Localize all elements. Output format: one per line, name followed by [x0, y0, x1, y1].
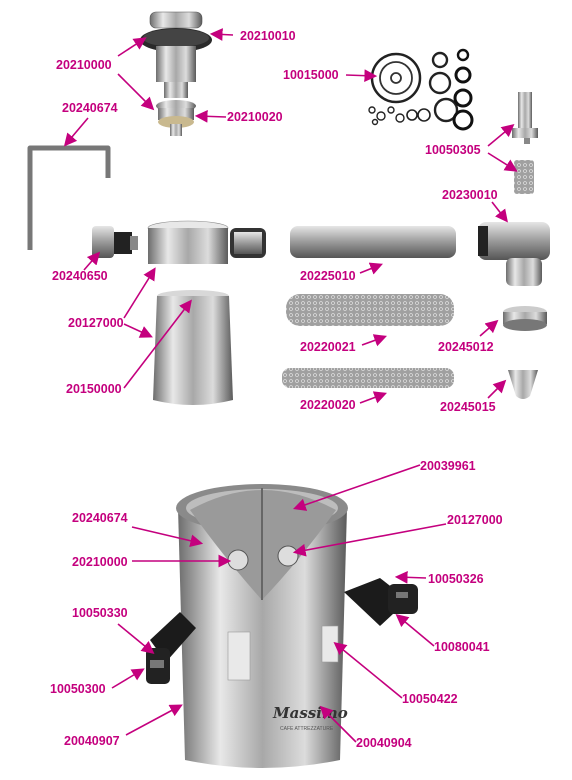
label-20040904: 20040904 — [356, 736, 412, 750]
drum-illustration — [153, 290, 233, 405]
cap-illustration — [503, 306, 547, 331]
label-10050305: 10050305 — [425, 143, 481, 157]
label-20210000: 20210000 — [56, 58, 112, 72]
o-ring-kit-illustration — [368, 48, 474, 131]
knurled-roller-2-illustration — [282, 368, 454, 388]
label-20245012: 20245012 — [438, 340, 494, 354]
bottom-part-labels: 20039961 20240674 20127000 20210000 1005… — [50, 459, 503, 750]
label-20210020: 20210020 — [227, 110, 283, 124]
nozzle-illustration — [508, 370, 538, 399]
label-20245015: 20245015 — [440, 400, 496, 414]
label-20220021: 20220021 — [300, 340, 356, 354]
tube-illustration — [290, 226, 456, 258]
label-20039961: 20039961 — [420, 459, 476, 473]
shaft-assembly-illustration — [140, 11, 212, 136]
tee-fitting-illustration — [478, 222, 550, 286]
juicer-machine-illustration — [146, 484, 418, 768]
housing-block-illustration — [147, 220, 266, 264]
label-20127000: 20127000 — [68, 316, 124, 330]
brand-logo: Massimo — [272, 704, 348, 722]
label-20230010: 20230010 — [442, 188, 498, 202]
leader-lines — [63, 28, 518, 743]
bent-rod-illustration — [27, 145, 111, 250]
label-10050326: 10050326 — [428, 572, 484, 586]
label-20225010: 20225010 — [300, 269, 356, 283]
label-20220020: 20220020 — [300, 398, 356, 412]
label-10050422: 10050422 — [402, 692, 458, 706]
label-20150000: 20150000 — [66, 382, 122, 396]
brand-logo-subtext: CAFE ATTREZZATURE — [280, 726, 334, 732]
label-20240650: 20240650 — [52, 269, 108, 283]
label-10080041: 10080041 — [434, 640, 490, 654]
label-20040907: 20040907 — [64, 734, 120, 748]
label-10050330: 10050330 — [72, 606, 128, 620]
knurled-roller-illustration — [286, 294, 454, 326]
label-20210010: 20210010 — [240, 29, 296, 43]
label-20210000-b: 20210000 — [72, 555, 128, 569]
label-20127000-b: 20127000 — [447, 513, 503, 527]
label-20240674-b: 20240674 — [72, 511, 128, 525]
spindle-illustration — [512, 92, 538, 194]
nut-illustration — [92, 226, 138, 258]
label-20240674: 20240674 — [62, 101, 118, 115]
top-part-labels: 20210010 20210000 20210020 20240674 1001… — [52, 29, 498, 414]
label-10050300: 10050300 — [50, 682, 106, 696]
label-10015000: 10015000 — [283, 68, 339, 82]
